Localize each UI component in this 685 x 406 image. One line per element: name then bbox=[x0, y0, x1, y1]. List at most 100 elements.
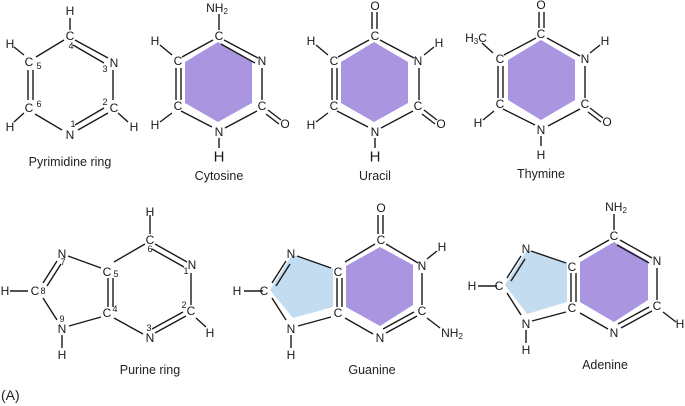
position-number: 4 bbox=[68, 41, 73, 51]
atom-n3: N bbox=[414, 54, 423, 68]
atom-c2: C bbox=[187, 304, 196, 318]
atom-n1: N bbox=[653, 254, 662, 268]
atom-c8: C bbox=[495, 279, 504, 293]
atom-h: H bbox=[522, 343, 531, 357]
atom-c5: C bbox=[330, 54, 339, 68]
atom-h: H bbox=[206, 326, 215, 340]
atom-n3: N bbox=[258, 54, 267, 68]
position-number: 8 bbox=[40, 286, 45, 296]
position-number: 6 bbox=[36, 99, 41, 109]
atom-h: H bbox=[6, 120, 15, 134]
caption-guanine: Guanine bbox=[348, 363, 395, 377]
position-number: 3 bbox=[102, 64, 107, 74]
caption-pyrimidine-ring: Pyrimidine ring bbox=[29, 155, 112, 169]
atom-c4: C bbox=[215, 29, 224, 43]
caption-purine-ring: Purine ring bbox=[120, 363, 180, 377]
atom-c6: C bbox=[330, 99, 339, 113]
purine-ring-atoms: H C 6 N 1 C 2 N 3 C 4 C 5 N 7 C 8 H N 9 … bbox=[1, 205, 215, 362]
atom-c5: C bbox=[568, 260, 577, 274]
panel-label: (A) bbox=[1, 387, 20, 403]
position-number: 4 bbox=[112, 304, 117, 314]
atom-c6: C bbox=[174, 99, 183, 113]
atom-h: H bbox=[468, 279, 477, 293]
atom-n1: N bbox=[66, 128, 75, 142]
atom-c4: C bbox=[66, 29, 75, 43]
adenine-structure bbox=[478, 214, 677, 343]
atom-n3: N bbox=[581, 52, 590, 66]
atom-o6: O bbox=[376, 201, 385, 215]
position-number: 7 bbox=[60, 257, 65, 267]
pyrimidine-ring-fill bbox=[580, 242, 648, 322]
atom-h: H bbox=[151, 118, 160, 132]
atom-c4: C bbox=[103, 306, 112, 320]
atom-n9: N bbox=[58, 322, 67, 336]
cytosine-structure bbox=[159, 14, 282, 148]
atom-nh2: NH2 bbox=[206, 1, 228, 16]
atom-h: H bbox=[146, 205, 155, 219]
atom-n1: N bbox=[418, 259, 427, 273]
uracil-atoms: O C N H C O N H C C H H bbox=[307, 0, 446, 166]
caption-cytosine: Cytosine bbox=[195, 169, 244, 183]
atom-h: H bbox=[214, 149, 225, 166]
position-number: 1 bbox=[183, 266, 188, 276]
atom-o2: O bbox=[280, 117, 289, 131]
atom-n1: N bbox=[537, 123, 546, 137]
atom-h: H bbox=[474, 116, 483, 130]
atom-o4: O bbox=[536, 0, 545, 12]
position-number: 2 bbox=[102, 97, 107, 107]
purine-ring-structure bbox=[10, 215, 207, 348]
atom-c8: C bbox=[31, 284, 40, 298]
atom-n7: N bbox=[287, 247, 296, 261]
atom-h: H bbox=[130, 120, 139, 134]
atom-h: H bbox=[307, 34, 316, 48]
atom-c5: C bbox=[25, 55, 34, 69]
atom-c6: C bbox=[610, 229, 619, 243]
atom-c8: C bbox=[260, 284, 269, 298]
atom-h: H bbox=[370, 149, 381, 166]
atom-h: H bbox=[233, 284, 242, 298]
adenine-atoms: NH2 C N C H N C C N C H N H bbox=[468, 200, 685, 357]
atom-n3: N bbox=[146, 331, 155, 345]
atom-c4: C bbox=[334, 306, 343, 320]
atom-h: H bbox=[66, 4, 75, 18]
pyrimidine-ring-structure bbox=[13, 18, 129, 131]
pyrimidine-ring-fill bbox=[185, 42, 252, 122]
atom-c4: C bbox=[371, 29, 380, 43]
atom-nh2: NH2 bbox=[605, 200, 627, 215]
atom-h: H bbox=[438, 240, 447, 254]
cytosine-atoms: NH2 C N C O N H C C H H bbox=[151, 1, 290, 166]
pyrimidine-ring-fill bbox=[341, 42, 408, 122]
caption-adenine: Adenine bbox=[582, 358, 628, 372]
pyrimidine-ring-fill bbox=[508, 40, 575, 120]
atom-c2: C bbox=[418, 304, 427, 318]
atom-n7: N bbox=[58, 247, 67, 261]
atom-n1: N bbox=[371, 125, 380, 139]
atom-o2: O bbox=[602, 115, 611, 129]
guanine-structure bbox=[244, 215, 441, 348]
position-number: 1 bbox=[70, 119, 75, 129]
atom-n9: N bbox=[287, 322, 296, 336]
atom-c2: C bbox=[414, 99, 423, 113]
atom-ch3: H3C bbox=[465, 31, 487, 46]
atom-c2: C bbox=[258, 99, 267, 113]
caption-thymine: Thymine bbox=[517, 167, 565, 181]
atom-n1: N bbox=[188, 258, 197, 272]
atom-c5: C bbox=[334, 265, 343, 279]
atom-h: H bbox=[58, 348, 67, 362]
atom-h: H bbox=[676, 317, 685, 331]
thymine-atoms: O C N H C O N H C C H3C H bbox=[465, 0, 612, 162]
pyrimidine-ring-atoms: H C 4 N 3 C 2 N 1 C 6 C 5 H H H bbox=[6, 4, 139, 142]
atom-h: H bbox=[151, 34, 160, 48]
atom-o4: O bbox=[370, 0, 379, 13]
atom-c4: C bbox=[568, 301, 577, 315]
atom-nh2: NH2 bbox=[441, 326, 463, 341]
atom-c2: C bbox=[581, 97, 590, 111]
position-number: 3 bbox=[146, 323, 151, 333]
atom-c2: C bbox=[653, 299, 662, 313]
atom-c6: C bbox=[146, 233, 155, 247]
caption-uracil: Uracil bbox=[359, 169, 391, 183]
position-number: 6 bbox=[147, 244, 152, 254]
atom-n9: N bbox=[522, 317, 531, 331]
atom-h: H bbox=[307, 118, 316, 132]
